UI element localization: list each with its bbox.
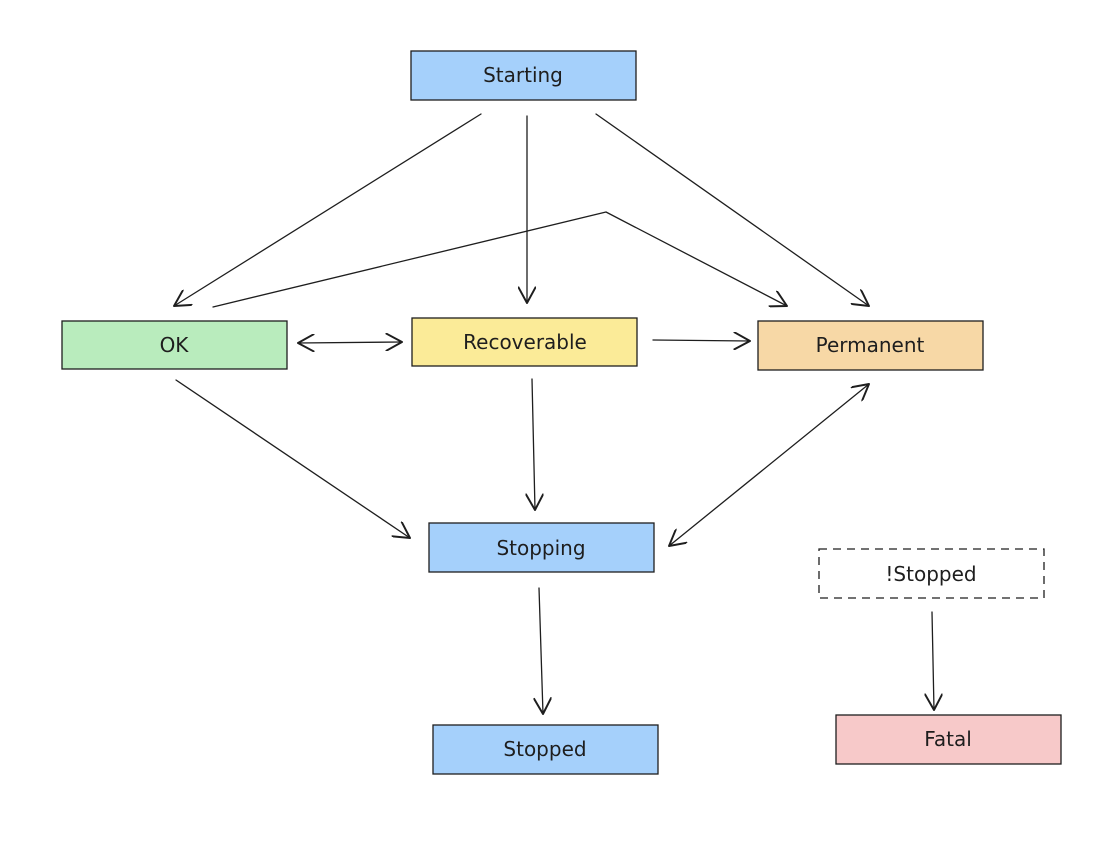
edge-recoverable-to-stopping <box>532 378 535 510</box>
edge-starting-to-ok <box>174 113 482 306</box>
edge-stopping-to-stopped <box>539 587 543 714</box>
node-fatal: Fatal <box>835 714 1062 765</box>
node-ok-label: OK <box>160 333 190 357</box>
node-fatal-box <box>835 714 1062 765</box>
edge-not-stopped-to-fatal <box>932 611 934 710</box>
node-recoverable-box <box>411 317 638 367</box>
node-ok-box <box>61 320 288 370</box>
node-ok: OK <box>61 320 288 370</box>
node-permanent-label: Permanent <box>816 333 925 357</box>
edge-ok-to-permanent <box>212 211 787 308</box>
node-starting-label: Starting <box>483 63 563 87</box>
edge-ok-to-stopping <box>175 379 410 538</box>
edges <box>174 113 934 714</box>
node-stopped-box <box>432 724 659 775</box>
node-stopped-label: Stopped <box>503 737 586 761</box>
edge-recoverable-to-permanent <box>652 340 750 341</box>
node-stopping-box <box>428 522 655 573</box>
node-starting: Starting <box>410 50 637 101</box>
edge-starting-to-permanent <box>595 113 869 306</box>
node-permanent: Permanent <box>757 320 984 371</box>
edge-permanent-stopping-bidirectional <box>669 384 869 546</box>
nodes: Starting OK Recoverable Permanent Stoppi… <box>61 50 1062 775</box>
node-not-stopped: !Stopped <box>818 548 1045 599</box>
node-fatal-label: Fatal <box>924 727 972 751</box>
node-not-stopped-box <box>818 548 1045 599</box>
edge-ok-recoverable-bidirectional <box>298 342 402 343</box>
node-starting-box <box>410 50 637 101</box>
node-not-stopped-label: !Stopped <box>885 562 976 586</box>
node-recoverable: Recoverable <box>411 317 638 367</box>
node-stopping-label: Stopping <box>496 536 585 560</box>
node-permanent-box <box>757 320 984 371</box>
node-stopping: Stopping <box>428 522 655 573</box>
node-stopped: Stopped <box>432 724 659 775</box>
node-recoverable-label: Recoverable <box>463 330 587 354</box>
